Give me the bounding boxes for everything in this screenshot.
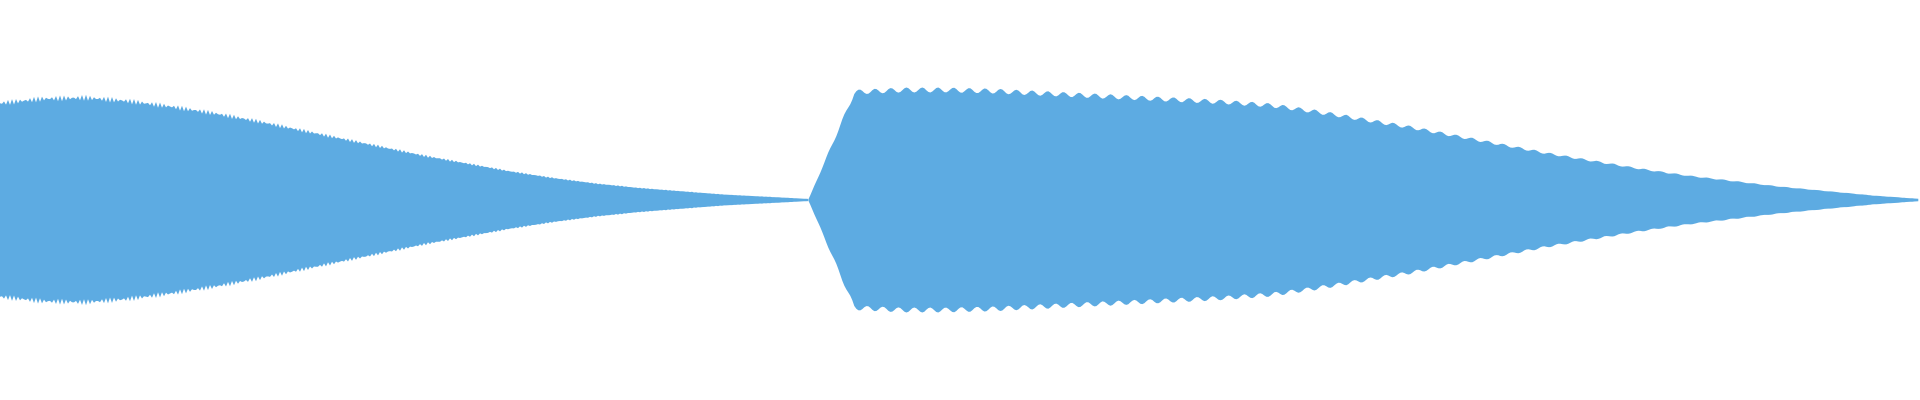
waveform-first-clip bbox=[0, 94, 808, 306]
waveform-second-clip bbox=[808, 87, 1919, 313]
